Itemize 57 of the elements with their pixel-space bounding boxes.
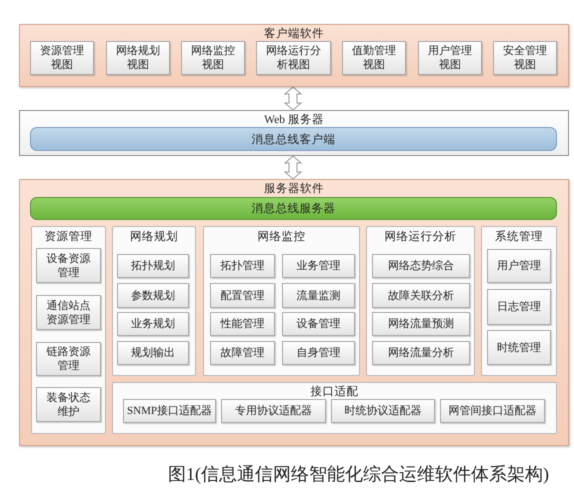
module-box: 故障关联分析 <box>372 283 470 308</box>
group-title: 资源管理 <box>44 230 92 244</box>
group-title: 客户端软件 <box>264 27 324 41</box>
module-box: 通信站点资源管理 <box>36 295 101 330</box>
module-box: 时统协议适配器 <box>331 399 435 423</box>
module-box: 流量监测 <box>282 283 355 308</box>
module-box: 时统管理 <box>487 330 551 365</box>
module-box: 值勤管理视图 <box>342 41 406 75</box>
module-box: 安全管理视图 <box>493 41 557 75</box>
module-box: 日志管理 <box>487 289 551 325</box>
module-box: 网络监控视图 <box>181 41 245 75</box>
group-title: 网络规划 <box>130 230 178 244</box>
module-box: 网管间接口适配器 <box>440 399 545 423</box>
group-box <box>481 226 557 376</box>
module-box: SNMP接口适配器 <box>123 399 216 423</box>
module-box: 性能管理 <box>210 312 275 336</box>
module-box: 拓扑规划 <box>117 254 189 278</box>
group-box <box>112 226 196 376</box>
group-title: 网络运行分析 <box>384 230 456 244</box>
module-box: 网络流量分析 <box>372 341 470 365</box>
module-box: 专用协议适配器 <box>221 399 326 423</box>
group-box <box>203 226 360 376</box>
group-title: 系统管理 <box>495 230 543 244</box>
module-box: 网络流量预测 <box>372 312 470 336</box>
group-title: 网络监控 <box>258 230 306 244</box>
group-title: 接口适配 <box>310 385 358 399</box>
group-box <box>366 226 475 376</box>
figure-caption: 图1(信息通信网络智能化综合运维软件体系架构) <box>168 464 549 485</box>
module-box: 业务管理 <box>282 254 355 278</box>
module-box: 链路资源管理 <box>36 342 101 376</box>
module-box: 网络规划视图 <box>106 41 170 75</box>
module-box: 用户管理 <box>487 249 551 283</box>
double-arrow <box>284 86 302 111</box>
module-box: 配置管理 <box>210 283 275 308</box>
layer-box <box>19 24 569 87</box>
module-box: 故障管理 <box>210 341 275 365</box>
bus-bar: 消息总线客户端 <box>30 127 557 151</box>
module-box: 资源管理视图 <box>30 41 94 75</box>
module-box: 装备状态维护 <box>36 387 101 422</box>
layer-box <box>19 110 569 156</box>
group-title: Web 服务器 <box>264 113 324 127</box>
group-box <box>31 226 106 434</box>
double-arrow <box>284 155 302 180</box>
layer-box <box>19 179 569 446</box>
group-box <box>112 382 557 434</box>
module-box: 设备资源管理 <box>36 248 101 283</box>
module-box: 网络运行分析视图 <box>256 41 331 75</box>
module-box: 设备管理 <box>282 312 355 336</box>
bus-bar: 消息总线服务器 <box>30 197 557 220</box>
module-box: 业务规划 <box>117 312 189 336</box>
module-box: 拓扑管理 <box>210 254 275 278</box>
module-box: 规划输出 <box>117 341 189 365</box>
module-box: 自身管理 <box>282 341 355 365</box>
module-box: 网络态势综合 <box>372 254 470 278</box>
module-box: 参数规划 <box>117 283 189 308</box>
group-title: 服务器软件 <box>264 182 324 196</box>
module-box: 用户管理视图 <box>418 41 482 75</box>
